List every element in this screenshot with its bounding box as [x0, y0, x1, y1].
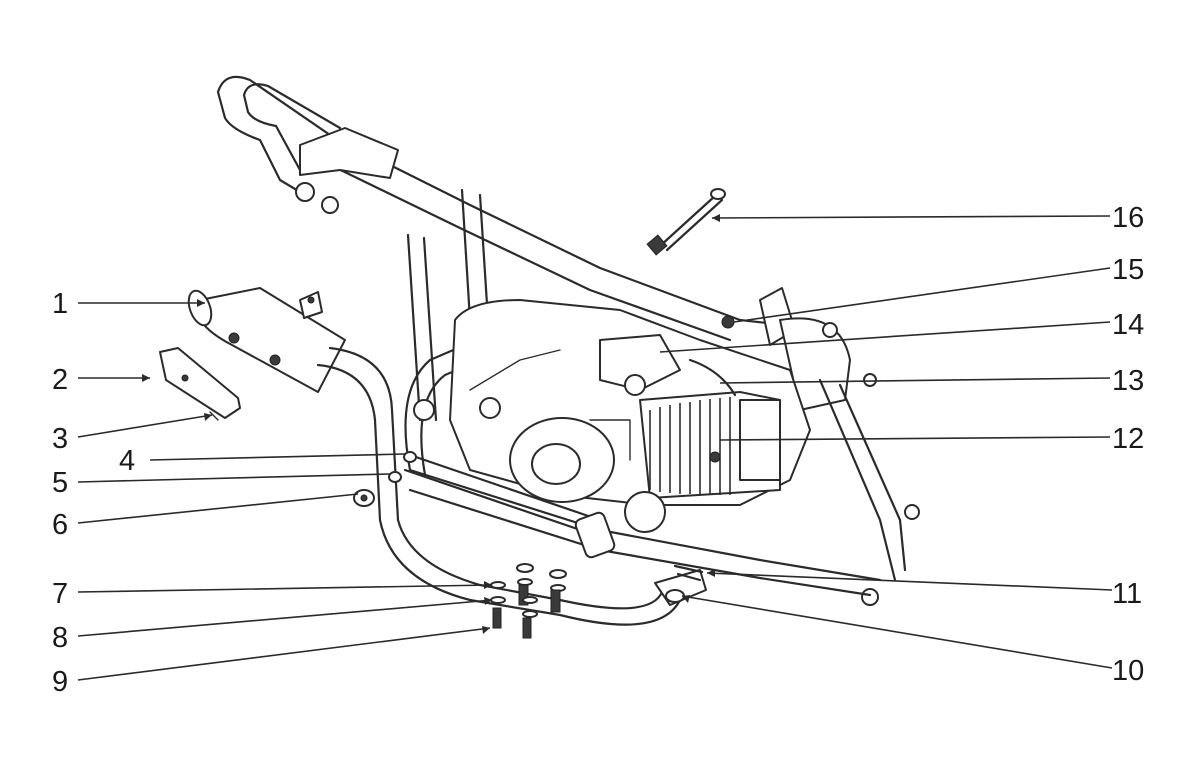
leader-6	[77, 493, 359, 524]
callout-numbers: 1 2 3 4 5 6 7 8 9 10 11 12 13 14 15 16	[52, 202, 1144, 698]
leader-3	[77, 414, 213, 438]
callout-5: 5	[52, 467, 68, 499]
callout-16: 16	[1112, 202, 1144, 234]
callout-14: 14	[1112, 309, 1144, 341]
engine-illustration	[449, 299, 811, 533]
callout-9: 9	[52, 666, 68, 698]
leader-16	[711, 215, 1111, 219]
callout-6: 6	[52, 509, 68, 541]
cylinder-fins	[649, 397, 731, 495]
callout-15: 15	[1112, 254, 1144, 286]
callout-2: 2	[52, 364, 68, 396]
callout-13: 13	[1112, 365, 1144, 397]
callout-10: 10	[1112, 655, 1144, 687]
callout-4: 4	[119, 445, 135, 477]
leader-12	[719, 436, 1111, 441]
leader-13	[719, 377, 1111, 384]
exhaust-illustration	[159, 287, 707, 626]
callout-3: 3	[52, 423, 68, 455]
callout-1: 1	[52, 288, 68, 320]
callout-8: 8	[52, 622, 68, 654]
leader-11	[706, 572, 1113, 591]
leader-9	[77, 627, 491, 681]
leader-lines	[77, 214, 1113, 681]
callout-7: 7	[52, 578, 68, 610]
callout-12: 12	[1112, 423, 1144, 455]
callout-11: 11	[1112, 578, 1142, 610]
leader-15	[733, 267, 1111, 323]
leader-5	[77, 473, 391, 483]
leader-7	[77, 584, 493, 593]
leader-8	[77, 599, 493, 637]
leader-4	[149, 453, 406, 461]
leader-10	[681, 595, 1113, 669]
leader-14	[659, 321, 1111, 353]
